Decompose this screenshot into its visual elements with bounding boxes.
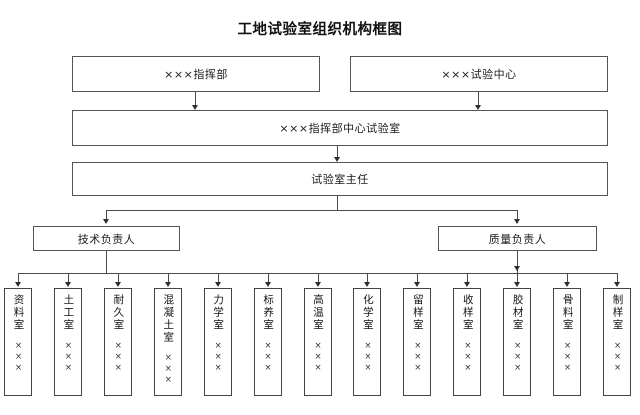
connector-center-to-director [337, 146, 338, 160]
node-lab-director[interactable]: 试验室主任 [72, 162, 608, 196]
room-label: 土工室 [62, 294, 75, 332]
connector-room-drop [67, 273, 69, 283]
arrowhead-room-drop [64, 282, 71, 287]
node-test-center[interactable]: ×××试验中心 [350, 56, 608, 92]
room-box[interactable]: 混凝土室 ××× [153, 288, 182, 396]
node-label: 质量负责人 [488, 232, 547, 246]
connector-director-stem [337, 196, 338, 210]
node-label: ×××试验中心 [441, 68, 517, 81]
connector-room-drop [267, 273, 269, 283]
arrowhead-testcenter-to-center [475, 105, 481, 110]
room-box[interactable]: 高温室 ××× [303, 288, 332, 396]
connector-room-drop [467, 273, 469, 283]
connector-room-drop [217, 273, 219, 283]
node-command-department[interactable]: ×××指挥部 [72, 56, 320, 92]
connector-room-drop [18, 273, 19, 283]
connector-bus-to-tech-manager [106, 210, 107, 221]
node-technical-manager[interactable]: 技术负责人 [33, 226, 180, 251]
connector-room-drop [117, 273, 119, 283]
arrowhead-room-drop [614, 282, 620, 287]
room-code: ××× [163, 353, 174, 386]
arrowhead-room-drop [214, 282, 221, 287]
arrowhead-room-drop [464, 282, 471, 287]
room-code: ××× [63, 340, 74, 374]
room-box[interactable]: 骨料室 ××× [553, 288, 582, 396]
node-quality-manager[interactable]: 质量负责人 [438, 226, 597, 251]
node-central-laboratory[interactable]: ×××指挥部中心试验室 [72, 110, 608, 146]
connector-room-drop [617, 273, 618, 283]
room-box[interactable]: 标养室 ××× [253, 288, 282, 396]
room-label: 骨料室 [561, 294, 574, 332]
connector-room-drop [317, 273, 319, 283]
connector-room-drop [567, 273, 569, 283]
room-label: 胶材室 [511, 294, 524, 332]
room-label: 化学室 [361, 294, 374, 332]
arrowhead-room-drop [364, 282, 371, 287]
room-code: ××× [362, 340, 373, 374]
connector-tech-manager-stem [106, 251, 107, 273]
connector-bus-to-quality-manager [517, 210, 518, 221]
arrowhead-room-drop [514, 282, 521, 287]
page-title: 工地试验室组织机构框图 [237, 22, 403, 38]
arrowhead-room-drop [314, 282, 321, 287]
room-box[interactable]: 收样室 ××× [453, 288, 482, 396]
room-code: ××× [462, 340, 473, 374]
room-box[interactable]: 力学室 ××× [203, 288, 232, 396]
room-box[interactable]: 耐久室 ××× [103, 288, 132, 396]
node-label: ×××指挥部 [164, 68, 228, 81]
connector-command-to-center [195, 92, 196, 108]
arrowhead-room-drop [564, 282, 571, 287]
room-box[interactable]: 留样室 ××× [403, 288, 432, 396]
room-label: 制样室 [611, 294, 624, 332]
arrowhead-center-to-director [334, 157, 340, 162]
node-label: ×××指挥部中心试验室 [279, 122, 401, 135]
connector-room-drop [517, 273, 519, 283]
room-label: 资料室 [12, 294, 25, 332]
room-code: ××× [263, 340, 274, 374]
room-code: ××× [113, 340, 124, 374]
arrowhead-quality-manager-stem [514, 266, 520, 271]
room-code: ××× [612, 340, 623, 374]
arrowhead-command-to-center [192, 105, 198, 110]
room-label: 收样室 [461, 294, 474, 332]
connector-room-drop [167, 273, 169, 283]
room-label: 高温室 [312, 294, 324, 332]
arrowhead-tech-manager [103, 219, 109, 224]
room-code: ××× [13, 340, 24, 374]
room-code: ××× [412, 340, 423, 374]
room-box[interactable]: 胶材室 ××× [503, 288, 532, 396]
room-label: 耐久室 [112, 294, 125, 332]
room-box[interactable]: 化学室 ××× [353, 288, 382, 396]
room-box[interactable]: 资料室 ××× [4, 288, 32, 396]
arrowhead-room-drop [414, 282, 421, 287]
room-box[interactable]: 土工室 ××× [53, 288, 82, 396]
arrowhead-room-drop [264, 282, 271, 287]
room-label: 力学室 [212, 294, 225, 332]
arrowhead-quality-manager [514, 219, 520, 224]
connector-manager-bus [106, 210, 517, 211]
node-label: 试验室主任 [311, 173, 369, 186]
connector-testcenter-to-center [478, 92, 479, 108]
arrowhead-room-drop [15, 282, 21, 287]
room-code: ××× [213, 340, 224, 374]
room-box[interactable]: 制样室 ××× [603, 288, 631, 396]
arrowhead-room-drop [114, 282, 121, 287]
room-code: ××× [512, 340, 523, 374]
node-label: 技术负责人 [77, 232, 136, 246]
room-label: 留样室 [411, 294, 424, 332]
room-code: ××× [562, 340, 573, 374]
connector-room-drop [367, 273, 369, 283]
arrowhead-room-drop [164, 282, 171, 287]
room-code: ××× [313, 340, 323, 374]
connector-room-drop [417, 273, 419, 283]
room-label: 混凝土室 [162, 294, 175, 344]
connector-quality-manager-stem [517, 251, 518, 273]
room-label: 标养室 [262, 294, 275, 332]
